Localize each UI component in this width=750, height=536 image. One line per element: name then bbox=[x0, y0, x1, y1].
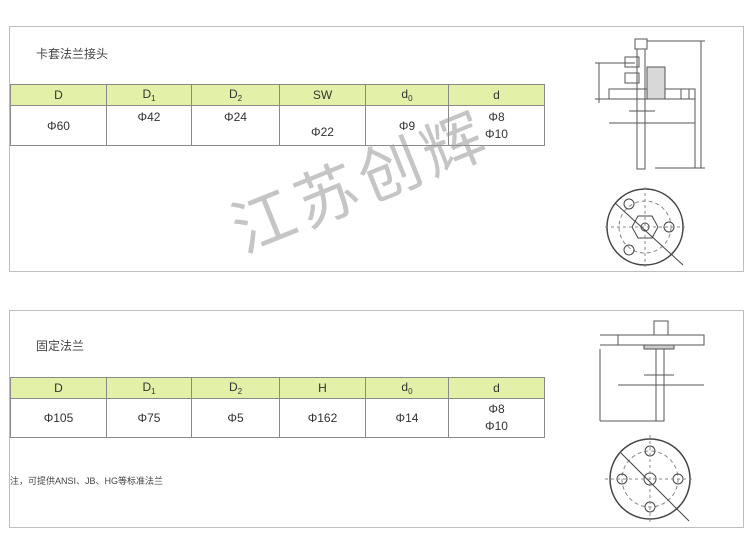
compression-flange-top-view-drawing bbox=[605, 187, 685, 267]
compression-flange-panel: 卡套法兰接头 D D1 D2 SW d0 d Φ60 Φ42 Φ24 Φ22 Φ… bbox=[9, 26, 744, 272]
cell-D2: Φ24 bbox=[191, 105, 280, 146]
section-title: 固定法兰 bbox=[36, 339, 85, 353]
header-d0: d0 bbox=[365, 84, 449, 106]
header-H: H bbox=[279, 377, 366, 399]
header-d: d bbox=[448, 84, 545, 106]
cell-D: Φ60 bbox=[10, 105, 107, 146]
cell-D2: Φ5 bbox=[191, 398, 280, 438]
fixed-flange-side-view-drawing bbox=[599, 320, 705, 422]
cell-H: Φ162 bbox=[279, 398, 366, 438]
standards-note: 注，可提供ANSI、JB、HG等标准法兰 bbox=[10, 476, 164, 486]
cell-D1: Φ75 bbox=[106, 398, 192, 438]
fixed-flange-panel: 固定法兰 D D1 D2 H d0 d Φ105 Φ75 Φ5 Φ162 Φ14… bbox=[9, 310, 744, 528]
header-D1: D1 bbox=[106, 377, 192, 399]
header-D: D bbox=[10, 377, 107, 399]
fixed-flange-top-view-drawing bbox=[605, 435, 695, 523]
compression-flange-side-view-drawing bbox=[595, 38, 705, 170]
table-header-row: D D1 D2 H d0 d bbox=[10, 377, 545, 399]
header-d: d bbox=[448, 377, 545, 399]
header-SW: SW bbox=[279, 84, 366, 106]
header-d0: d0 bbox=[365, 377, 449, 399]
cell-SW: Φ22 bbox=[279, 105, 366, 146]
header-D2: D2 bbox=[191, 377, 280, 399]
cell-D: Φ105 bbox=[10, 398, 107, 438]
cell-D1: Φ42 bbox=[106, 105, 192, 146]
header-D1: D1 bbox=[106, 84, 192, 106]
header-D2: D2 bbox=[191, 84, 280, 106]
header-D: D bbox=[10, 84, 107, 106]
section-title: 卡套法兰接头 bbox=[36, 47, 109, 61]
table-header-row: D D1 D2 SW d0 d bbox=[10, 84, 545, 106]
cell-d0: Φ14 bbox=[365, 398, 449, 438]
cell-d0: Φ9 bbox=[365, 105, 449, 146]
